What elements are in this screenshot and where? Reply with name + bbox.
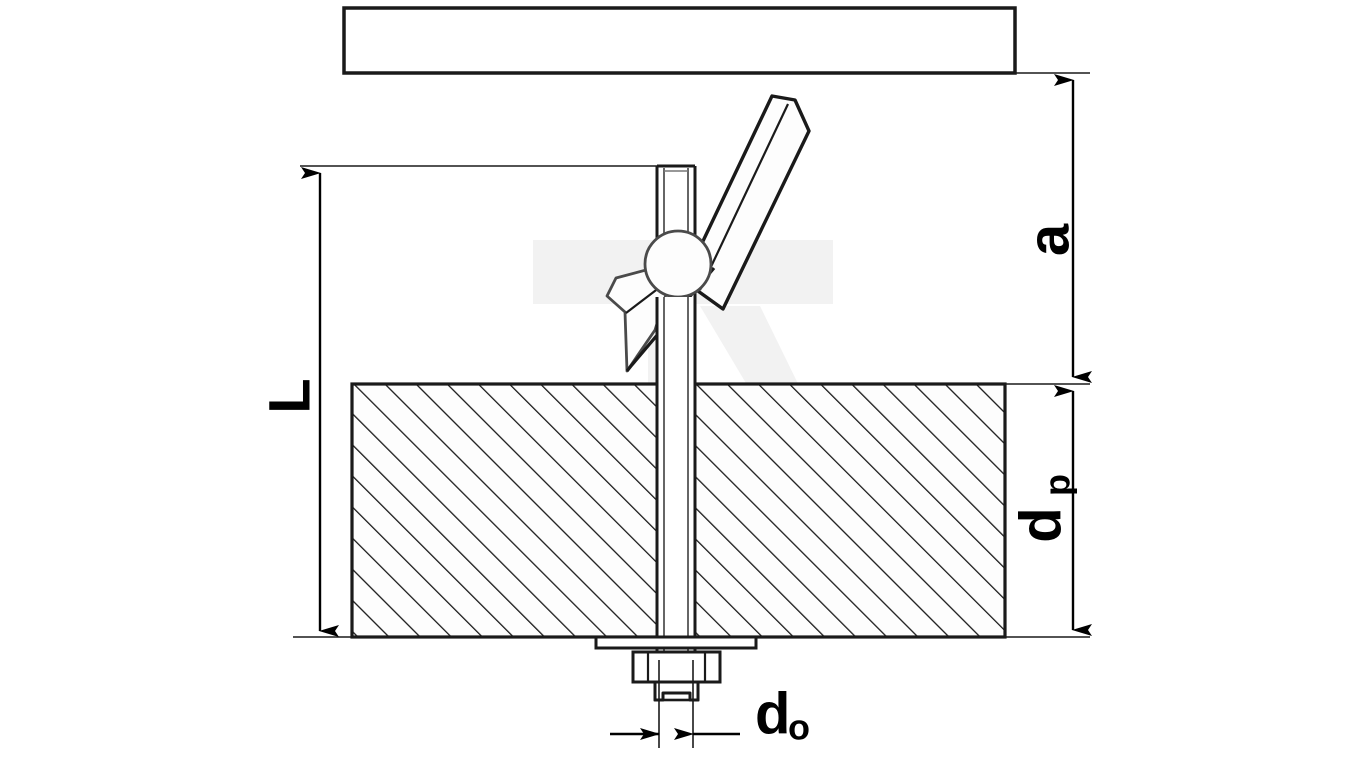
dimension-L: L — [257, 167, 339, 637]
dimension-do: d o — [610, 681, 810, 748]
threaded-rod-front-segment — [655, 297, 697, 682]
dimension-label-dp-subscript: p — [1037, 474, 1078, 496]
dimension-label-dp-main: d — [1008, 507, 1073, 542]
dimension-label-a: a — [1016, 223, 1081, 256]
washer — [594, 635, 758, 650]
ball-joint — [643, 229, 713, 299]
dimension-label-do-subscript: o — [788, 707, 810, 748]
lock-nut — [653, 680, 700, 702]
dimension-dp: d p — [1008, 385, 1092, 636]
upper-bar — [342, 6, 1017, 75]
dimension-a: a — [1016, 74, 1092, 383]
hex-nut — [631, 650, 722, 684]
dimension-label-L: L — [257, 378, 322, 413]
dimension-label-do-main: d — [755, 681, 790, 746]
